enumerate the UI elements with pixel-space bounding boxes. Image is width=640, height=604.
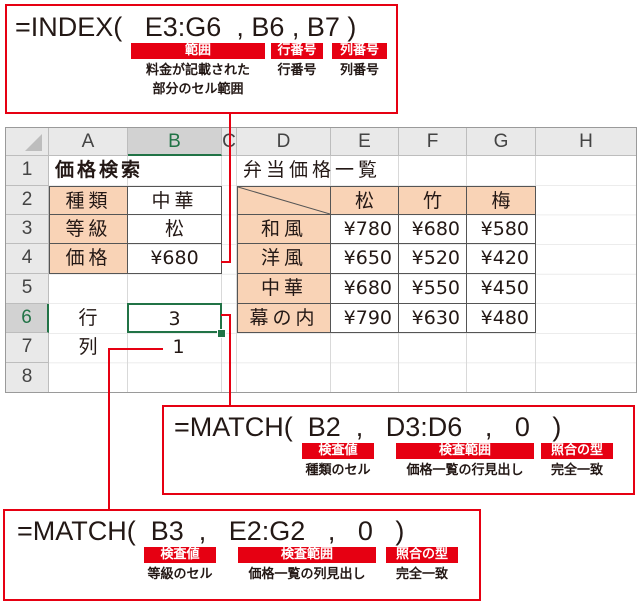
cell-b7-col-value[interactable]: 1: [172, 336, 185, 358]
connector-index-to-b4: [229, 113, 231, 263]
cell-f2-col-header[interactable]: 竹: [398, 186, 467, 215]
match-col-lookup-range-desc: 価格一覧の列見出し: [248, 567, 366, 582]
row-header-6[interactable]: 6: [6, 304, 49, 333]
cell-d6-row-header[interactable]: 幕の内: [237, 303, 331, 333]
column-header-h[interactable]: H: [536, 128, 636, 156]
match-col-match-type-tag: 照合の型: [386, 547, 458, 563]
index-formula-callout: =INDEX( E3:G6 , B6 , B7 ) 範囲 行番号 列番号 料金が…: [5, 4, 398, 114]
column-header-g[interactable]: G: [467, 128, 536, 156]
cell-a6-row-label[interactable]: 行: [78, 307, 98, 329]
index-arg-row-tag: 行番号: [271, 43, 323, 59]
match-col-formula-callout: =MATCH( B3 , E2:G2 , 0 ) 検査値 検査範囲 照合の型 等…: [3, 509, 481, 601]
column-header-b[interactable]: B: [128, 128, 222, 156]
match-row-lookup-value-desc: 種類のセル: [305, 463, 371, 478]
grid-col-line: [236, 156, 237, 392]
connector-b6-to-match-row: [221, 314, 231, 316]
cell-a4-label[interactable]: 価格: [49, 243, 128, 274]
column-header-a[interactable]: A: [49, 128, 128, 156]
row-header-3[interactable]: 3: [6, 215, 49, 244]
column-header-d[interactable]: D: [237, 128, 331, 156]
grid-col-line: [221, 156, 222, 392]
cell-b3-value[interactable]: 松: [127, 214, 222, 244]
cell-d1-price-table-title[interactable]: 弁当価格一覧: [243, 159, 382, 181]
column-header-f[interactable]: F: [399, 128, 467, 156]
cell-d4-row-header[interactable]: 洋風: [237, 243, 331, 274]
cell-g3[interactable]: ¥580: [466, 214, 536, 244]
column-header-e[interactable]: E: [331, 128, 399, 156]
grid-col-line: [127, 156, 128, 392]
cell-d3-row-header[interactable]: 和風: [237, 214, 331, 244]
match-col-formula-text: =MATCH( B3 , E2:G2 , 0 ): [17, 516, 405, 546]
cell-g2-col-header[interactable]: 梅: [466, 186, 536, 215]
match-col-lookup-range-tag: 検査範囲: [238, 547, 376, 563]
match-row-lookup-value-tag: 検査値: [302, 443, 374, 459]
cell-f6[interactable]: ¥630: [398, 303, 467, 333]
match-row-match-type-desc: 完全一致: [550, 463, 603, 478]
select-all-corner[interactable]: [6, 128, 49, 156]
cell-e2-col-header[interactable]: 松: [330, 186, 399, 215]
index-arg-range-tag: 範囲: [131, 43, 265, 59]
match-row-formula-callout: =MATCH( B2 , D3:D6 , 0 ) 検査値 検査範囲 照合の型 種…: [162, 405, 635, 495]
match-col-lookup-value-desc: 等級のセル: [147, 567, 213, 582]
index-arg-col-desc: 列番号: [339, 63, 379, 78]
index-arg-row-desc: 行番号: [277, 63, 317, 78]
index-arg-range-desc-2: 部分のセル範囲: [152, 82, 244, 97]
row-header-5[interactable]: 5: [6, 274, 49, 304]
cell-e5[interactable]: ¥680: [330, 273, 399, 304]
cell-b6-row-value-selected[interactable]: 3: [127, 303, 222, 333]
connector-index-to-b4: [221, 261, 231, 263]
select-all-triangle-icon: [25, 134, 42, 151]
index-formula-text: =INDEX( E3:G6 , B6 , B7 ): [15, 12, 357, 42]
cell-g5[interactable]: ¥450: [466, 273, 536, 304]
match-row-lookup-range-desc: 価格一覧の行見出し: [406, 463, 524, 478]
spreadsheet-grid: A B C D E F G H 1 2 3 4 5 6 7 8 価格検索 弁当価…: [5, 127, 637, 393]
cell-f4[interactable]: ¥520: [398, 243, 467, 274]
connector-b7-to-match-col: [108, 348, 163, 350]
connector-b6-to-match-row: [229, 314, 231, 406]
cell-f5[interactable]: ¥550: [398, 273, 467, 304]
cell-a3-label[interactable]: 等級: [49, 214, 128, 244]
cell-g6[interactable]: ¥480: [466, 303, 536, 333]
row-header-8[interactable]: 8: [6, 363, 49, 392]
index-arg-col-tag: 列番号: [332, 43, 387, 59]
cell-b2-value[interactable]: 中華: [127, 186, 222, 215]
match-col-lookup-value-tag: 検査値: [144, 547, 216, 563]
fill-handle[interactable]: [217, 329, 226, 338]
row-header-2[interactable]: 2: [6, 186, 49, 215]
row-header-4[interactable]: 4: [6, 244, 49, 274]
cell-e6[interactable]: ¥790: [330, 303, 399, 333]
row-header-7[interactable]: 7: [6, 333, 49, 363]
cell-b4-result[interactable]: ¥680: [127, 243, 222, 274]
index-arg-range-desc-1: 料金が記載された: [145, 63, 250, 78]
cell-e3[interactable]: ¥780: [330, 214, 399, 244]
match-row-lookup-range-tag: 検査範囲: [396, 443, 534, 459]
match-col-match-type-desc: 完全一致: [395, 567, 448, 582]
row-header-1[interactable]: 1: [6, 156, 49, 186]
cell-a2-label[interactable]: 種類: [49, 186, 128, 215]
connector-b7-to-match-col: [108, 348, 110, 510]
cell-d5-row-header[interactable]: 中華: [237, 273, 331, 304]
cell-d2-diagonal-corner[interactable]: [237, 186, 331, 215]
cell-a7-col-label[interactable]: 列: [78, 336, 98, 358]
cell-f3[interactable]: ¥680: [398, 214, 467, 244]
match-row-formula-text: =MATCH( B2 , D3:D6 , 0 ): [174, 412, 562, 442]
match-row-match-type-tag: 照合の型: [541, 443, 613, 459]
cell-e4[interactable]: ¥650: [330, 243, 399, 274]
cell-g4[interactable]: ¥420: [466, 243, 536, 274]
diagonal-line-icon: [238, 187, 330, 214]
cell-a1-lookup-title[interactable]: 価格検索: [55, 159, 144, 181]
